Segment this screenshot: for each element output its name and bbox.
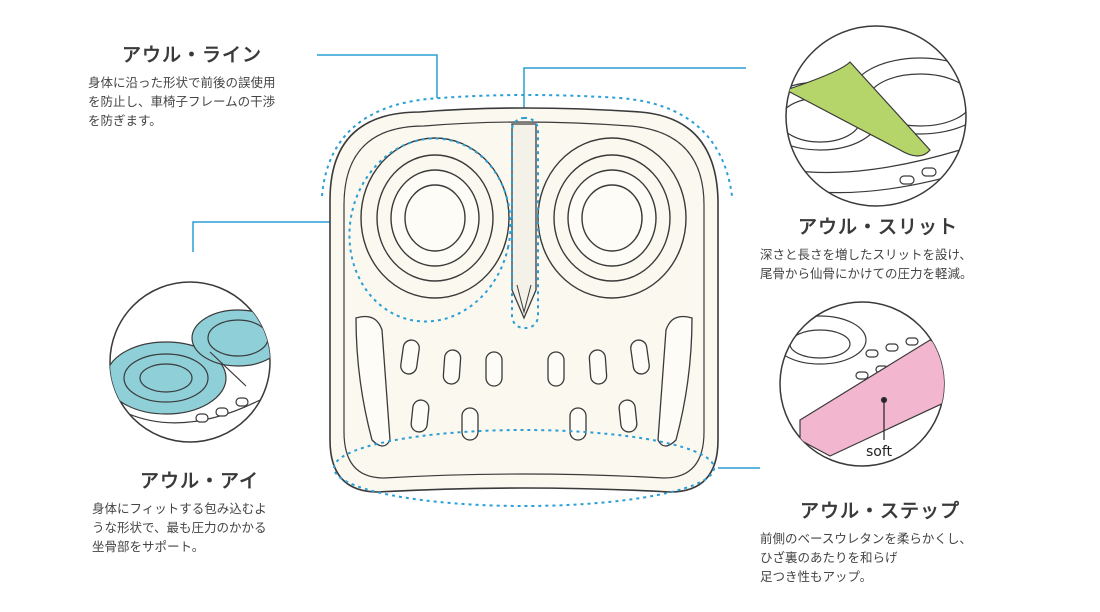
feature-eye: アウル・アイ 身体にフィットする包み込むよ うな形状で、最も圧力のかかる 坐骨部…	[92, 466, 322, 556]
feature-slit-title: アウル・スリット	[798, 216, 959, 238]
side-wings	[355, 315, 693, 447]
leader-line-line	[317, 54, 438, 98]
highlight-dots	[321, 94, 733, 507]
inset-eye	[109, 281, 271, 443]
inset-step	[779, 301, 945, 467]
leader-lines	[192, 54, 760, 469]
center-slit	[511, 123, 537, 320]
leader-line-eye	[192, 221, 358, 252]
feature-slit-desc: 深さと長さを増したスリットを設け、 尾骨から仙骨にかけての圧力を軽減。	[760, 247, 973, 281]
feature-line-desc: 身体に沿った形状で前後の誤使用 を防止し、車椅子フレームの干渉 を防ぎます。	[88, 75, 276, 128]
owl-eyes	[360, 137, 687, 299]
feature-eye-title: アウル・アイ	[140, 470, 260, 492]
feature-step: アウル・ステップ 前側のベースウレタンを柔らかくし、 ひざ裏のあたりを和らげ 足…	[760, 496, 1050, 586]
leader-line-slit	[523, 67, 746, 118]
feature-line: アウル・ライン 身体に沿った形状で前後の誤使用 を防止し、車椅子フレームの干渉 …	[88, 40, 328, 130]
feature-line-title: アウル・ライン	[122, 44, 263, 66]
inset-slit	[785, 25, 967, 207]
feature-step-title: アウル・ステップ	[800, 500, 961, 522]
feature-eye-desc: 身体にフィットする包み込むよ うな形状で、最も圧力のかかる 坐骨部をサポート。	[92, 501, 267, 554]
feature-step-desc: 前側のベースウレタンを柔らかくし、 ひざ裏のあたりを和らげ 足つき性もアップ。	[760, 531, 972, 584]
soft-label: soft	[866, 444, 893, 460]
slots	[400, 339, 650, 441]
feature-slit: アウル・スリット 深さと長さを増したスリットを設け、 尾骨から仙骨にかけての圧力…	[760, 212, 1050, 283]
